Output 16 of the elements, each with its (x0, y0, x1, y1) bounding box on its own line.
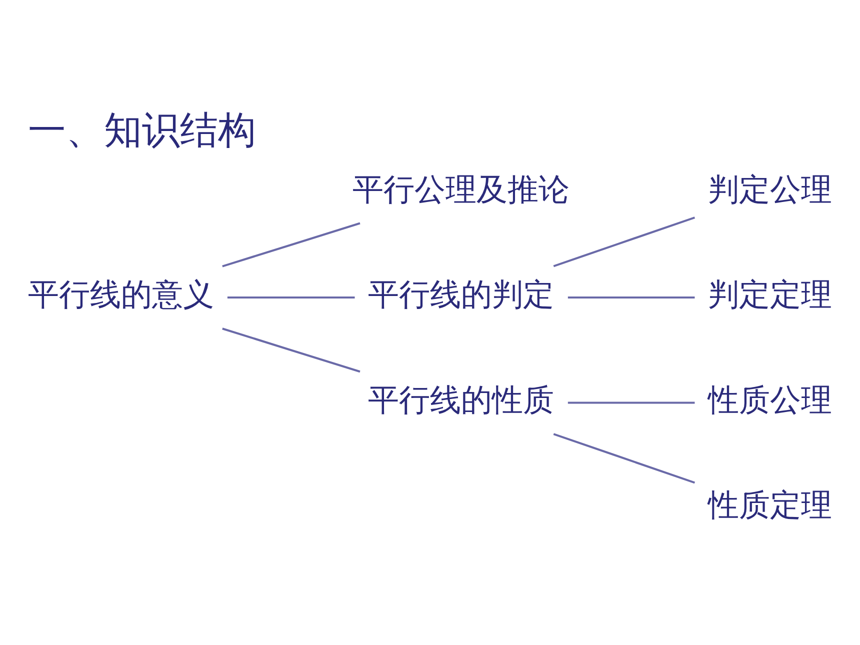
node-text: 性质定理 (708, 488, 832, 524)
connector (222, 222, 360, 268)
node-text: 判定公理 (708, 172, 832, 208)
node-text: 判定定理 (708, 277, 832, 314)
connector (553, 216, 696, 268)
connector (568, 402, 695, 404)
node-text: 平行线的意义 (28, 277, 214, 314)
node-text: 平行线的判定 (368, 277, 554, 314)
diagram-title: 一、知识结构 (28, 108, 256, 152)
node-text: 性质公理 (708, 382, 832, 418)
node-text: 平行公理及推论 (352, 172, 570, 208)
connector (227, 296, 355, 299)
connector (553, 433, 696, 484)
connector (568, 296, 695, 299)
connector (222, 328, 360, 373)
node-text: 平行线的性质 (368, 382, 554, 418)
